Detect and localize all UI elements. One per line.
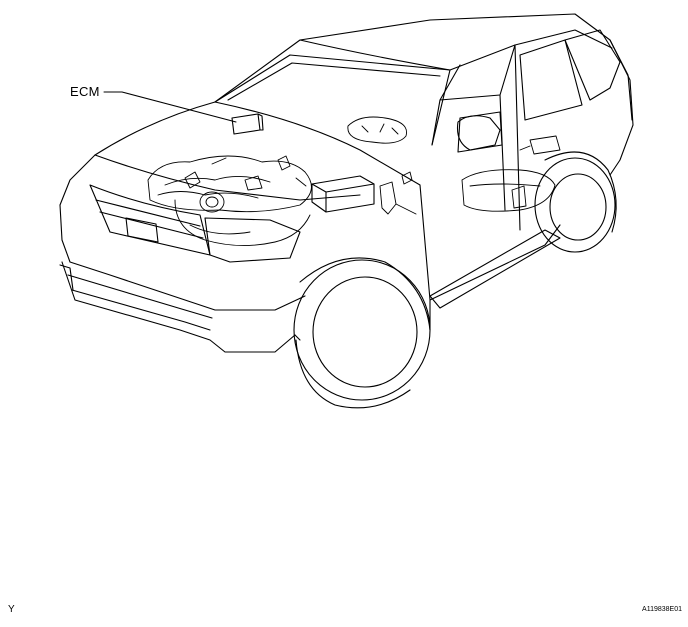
ecm-callout-label: ECM <box>70 84 100 99</box>
body-outline <box>59 13 634 409</box>
fuse-box <box>311 175 375 213</box>
pedal-assembly <box>379 171 417 215</box>
engine-bay <box>147 155 312 247</box>
fuel-system <box>461 135 561 212</box>
figure-code: A119838E01 <box>642 606 682 613</box>
ecm-unit <box>231 113 264 135</box>
corner-mark: Y <box>8 604 15 615</box>
ecm-leader-line <box>103 91 237 123</box>
instrument-cluster <box>347 116 407 144</box>
